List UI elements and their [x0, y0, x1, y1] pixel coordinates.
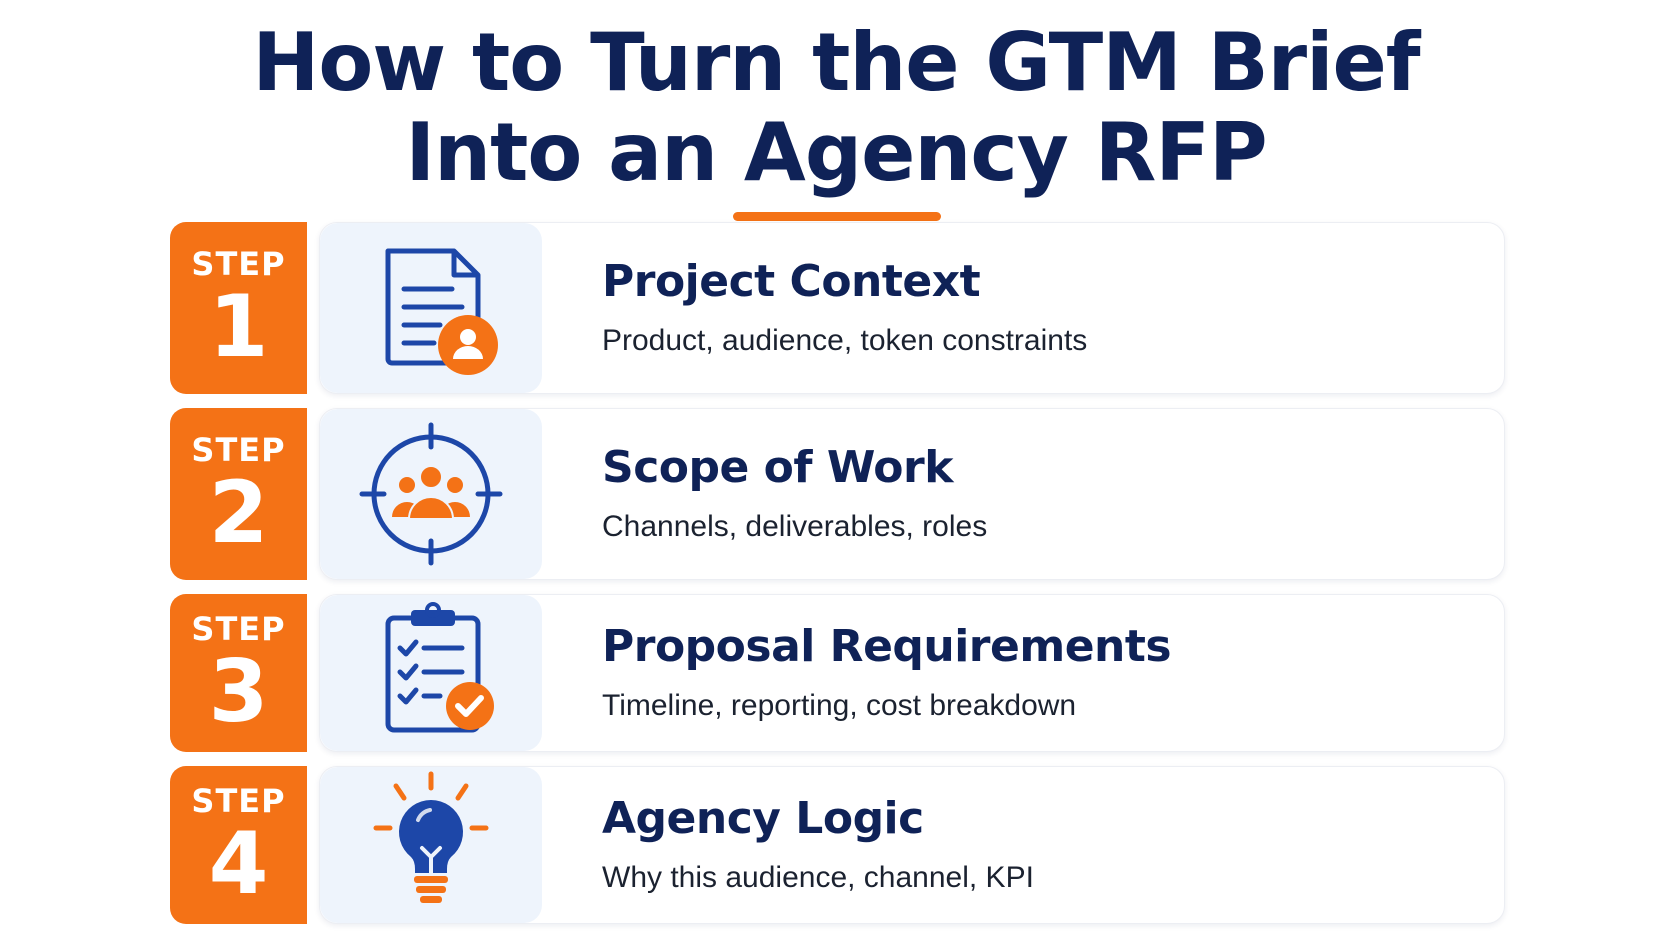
step-1-card: Project Context Product, audience, token…	[319, 222, 1505, 394]
step-2-icon-tile	[320, 409, 542, 579]
step-3-description: Timeline, reporting, cost breakdown	[602, 689, 1077, 722]
step-4-text: Agency Logic Why this audience, channel,…	[542, 767, 1034, 923]
step-3-text: Proposal Requirements Timeline, reportin…	[542, 595, 1172, 751]
step-1-badge: STEP 1	[170, 222, 307, 394]
step-4-card: Agency Logic Why this audience, channel,…	[319, 766, 1505, 924]
step-3-label: STEP	[191, 610, 286, 648]
step-2-badge: STEP 2	[170, 408, 307, 580]
step-4-icon-tile	[320, 767, 542, 923]
title-underline	[733, 212, 941, 221]
document-user-icon	[385, 248, 498, 375]
step-2-description: Channels, deliverables, roles	[602, 510, 988, 543]
step-1-label: STEP	[191, 245, 286, 283]
step-4-label: STEP	[191, 782, 286, 820]
lightbulb-icon	[373, 771, 489, 903]
step-4-badge: STEP 4	[170, 766, 307, 924]
step-2-card: Scope of Work Channels, deliverables, ro…	[319, 408, 1505, 580]
step-4: STEP 4	[170, 766, 1505, 924]
step-1-text: Project Context Product, audience, token…	[542, 223, 1087, 393]
step-3-title: Proposal Requirements	[602, 621, 1172, 672]
step-4-title: Agency Logic	[602, 793, 924, 844]
step-1-title: Project Context	[602, 256, 981, 307]
title-line-1: How to Turn the GTM Brief	[252, 16, 1420, 109]
step-2-number: 2	[208, 463, 269, 563]
step-1: STEP 1	[170, 222, 1505, 394]
step-4-description: Why this audience, channel, KPI	[602, 861, 1034, 894]
target-audience-icon	[359, 422, 503, 566]
step-1-number: 1	[208, 277, 269, 377]
step-2-label: STEP	[191, 431, 286, 469]
steps-list: STEP 1	[170, 222, 1505, 924]
step-3-badge: STEP 3	[170, 594, 307, 752]
step-2: STEP 2	[170, 408, 1505, 580]
step-2-text: Scope of Work Channels, deliverables, ro…	[542, 409, 987, 579]
step-1-description: Product, audience, token constraints	[602, 324, 1088, 357]
step-3: STEP 3	[170, 594, 1505, 752]
page-title: How to Turn the GTM Brief Into an Agency…	[0, 18, 1672, 198]
step-3-card: Proposal Requirements Timeline, reportin…	[319, 594, 1505, 752]
clipboard-checklist-icon	[385, 602, 494, 733]
step-3-number: 3	[208, 642, 269, 742]
title-line-2: Into an Agency RFP	[405, 106, 1267, 199]
step-2-title: Scope of Work	[602, 442, 954, 493]
step-4-number: 4	[208, 814, 269, 914]
step-1-icon-tile	[320, 223, 542, 393]
step-3-icon-tile	[320, 595, 542, 751]
